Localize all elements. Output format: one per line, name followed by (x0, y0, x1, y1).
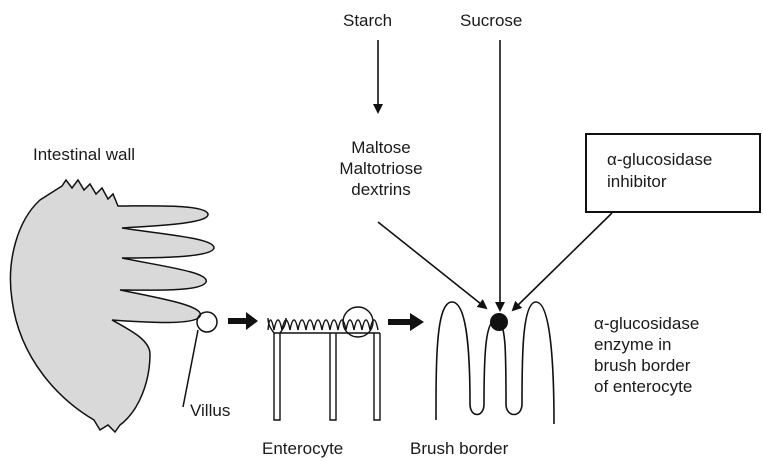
arrow-maltose-to-enzyme (378, 222, 486, 308)
enzyme-label-group: α-glucosidase enzyme in brush border of … (594, 313, 699, 397)
enzyme-line-4: of enterocyte (594, 376, 699, 397)
arrow-inhibitor-to-enzyme (513, 213, 612, 310)
arrow-enterocyte-to-brush-border (388, 313, 424, 331)
maltose-line-3: dextrins (322, 179, 440, 200)
villus-label: Villus (190, 400, 230, 421)
inhibitor-line-2: inhibitor (607, 171, 667, 192)
inhibitor-line-1: α-glucosidase (607, 149, 712, 170)
inhibitor-box: α-glucosidase inhibitor (585, 133, 761, 213)
intestinal-wall-label: Intestinal wall (33, 144, 135, 165)
arrow-wall-to-enterocyte (228, 312, 258, 330)
sucrose-label: Sucrose (460, 10, 522, 31)
villus-magnify-circle (197, 312, 217, 332)
starch-label: Starch (343, 10, 392, 31)
villus-pointer-line (183, 330, 198, 407)
maltose-line-1: Maltose (322, 137, 440, 158)
maltose-label-group: Maltose Maltotriose dextrins (322, 137, 440, 200)
enzyme-dot (490, 313, 508, 331)
enterocyte-label: Enterocyte (262, 438, 343, 459)
intestinal-wall-shape (10, 180, 217, 432)
maltose-line-2: Maltotriose (322, 158, 440, 179)
enzyme-line-2: enzyme in (594, 334, 699, 355)
enzyme-line-1: α-glucosidase (594, 313, 699, 334)
enzyme-line-3: brush border (594, 355, 699, 376)
brush-border-label: Brush border (410, 438, 508, 459)
enterocyte-shape (268, 307, 380, 420)
